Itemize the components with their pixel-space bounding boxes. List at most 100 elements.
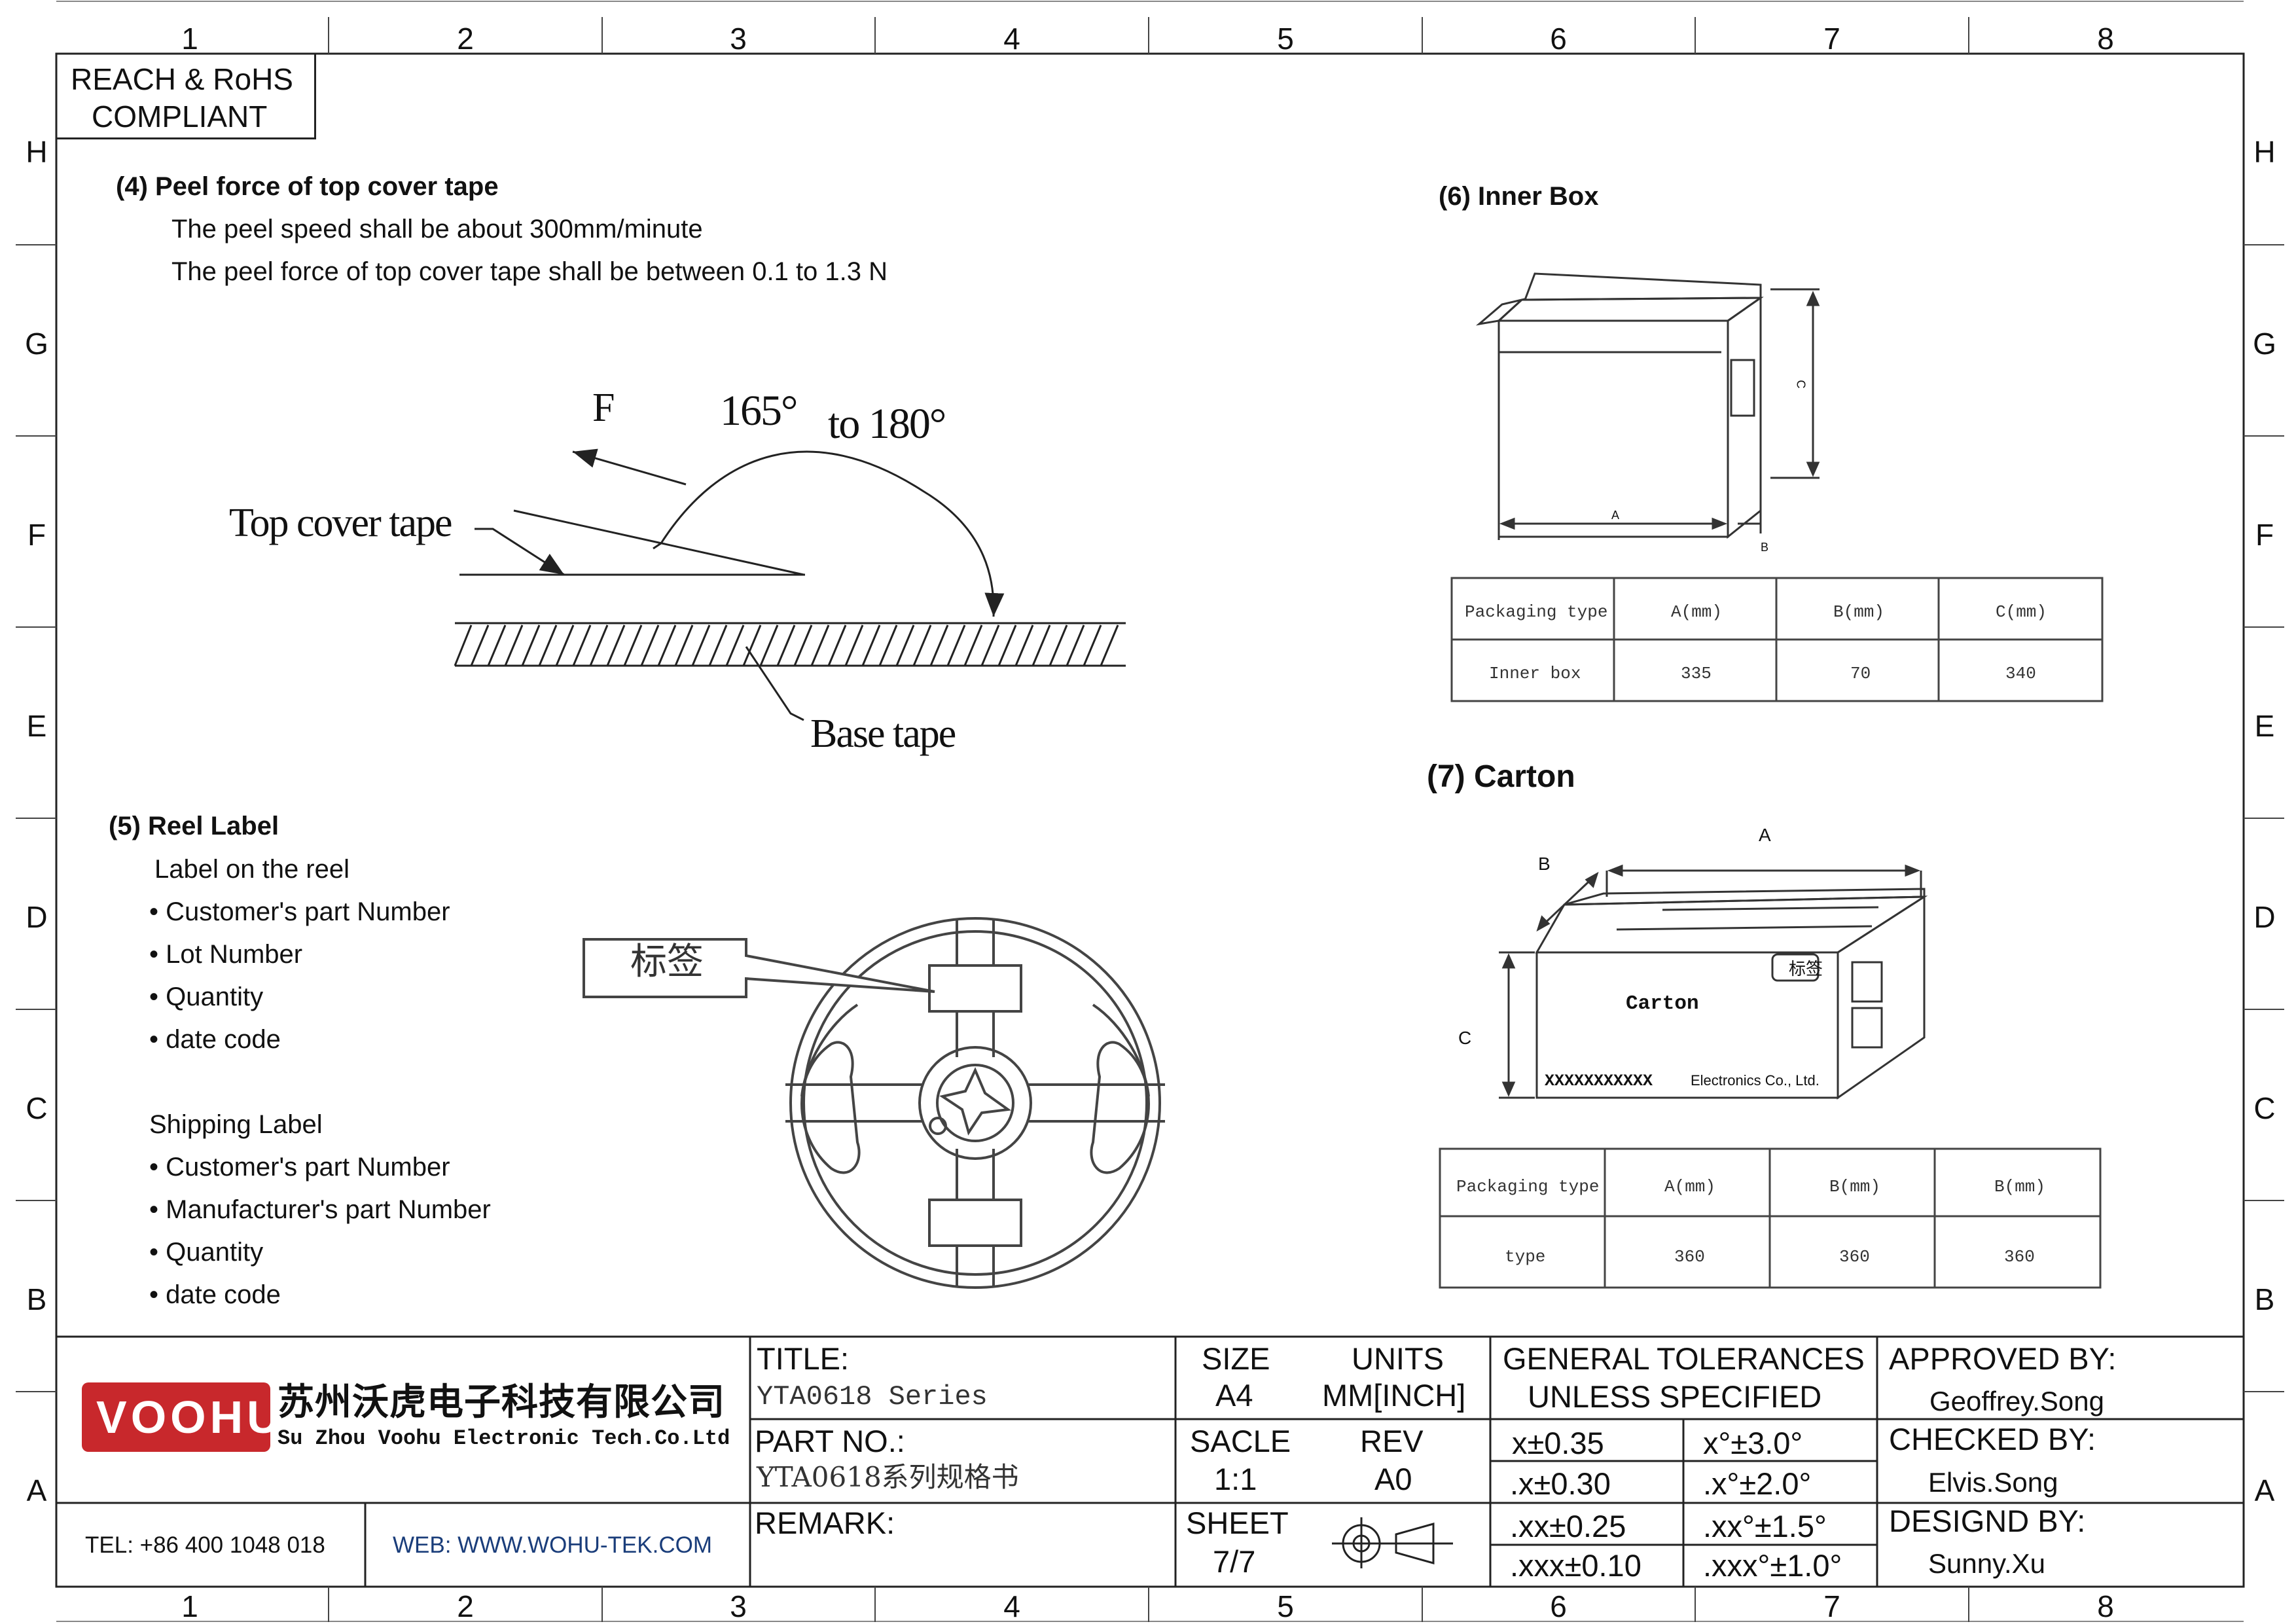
carton-table-cell: 360 (1674, 1247, 1705, 1267)
grid-row-label: D (2253, 900, 2276, 934)
size-value: A4 (1215, 1378, 1253, 1413)
tolerance-angular: .xxx°±1.0° (1703, 1548, 1842, 1583)
compliance-line-1: REACH & RoHS (71, 62, 293, 96)
approved-by-value: Geoffrey.Song (1929, 1386, 2104, 1416)
checked-by-value: Elvis.Song (1928, 1467, 2058, 1498)
carton-tag-label: 标签 (1789, 960, 1823, 979)
base-tape-label: Base tape (810, 712, 956, 756)
grid-col-label: 4 (1003, 1589, 1020, 1623)
approved-by-label: APPROVED BY: (1889, 1341, 2117, 1376)
checked-by-label: CHECKED BY: (1889, 1422, 2096, 1456)
rev-value: A0 (1374, 1462, 1412, 1496)
grid-row-label: C (26, 1091, 48, 1125)
carton-dim-b: B (1538, 854, 1551, 874)
carton-table-header: B(mm) (1829, 1177, 1881, 1197)
grid-row-label: E (26, 709, 47, 743)
shipping-label-item: • date code (149, 1280, 281, 1309)
inner-table-cell: 340 (2005, 664, 2036, 683)
company-name-en: Su Zhou Voohu Electronic Tech.Co.Ltd (278, 1426, 730, 1451)
reel-label-item: • Quantity (149, 983, 264, 1011)
grid-col-label: 2 (457, 22, 474, 56)
grid-row-label: A (26, 1473, 47, 1507)
shipping-label-item: • Manufacturer's part Number (149, 1195, 491, 1224)
grid-col-label: 5 (1277, 22, 1294, 56)
peel-diagram (454, 448, 1126, 721)
title-value: YTA0618 Series (757, 1381, 988, 1413)
contact-web[interactable]: WEB: WWW.WOHU-TEK.COM (393, 1532, 712, 1558)
designed-by-value: Sunny.Xu (1928, 1548, 2046, 1579)
units-label: UNITS (1352, 1341, 1444, 1376)
inner-table-header: A(mm) (1671, 602, 1723, 622)
grid-col-label: 5 (1277, 1589, 1294, 1623)
peel-force-text: The peel force of top cover tape shall b… (171, 257, 888, 286)
carton-heading: (7) Carton (1427, 759, 1575, 794)
peel-heading: (4) Peel force of top cover tape (116, 172, 499, 201)
inner-dim-b: B (1761, 541, 1769, 554)
tolerance-linear: x±0.35 (1512, 1426, 1604, 1460)
grid-col-label: 4 (1003, 22, 1020, 56)
grid-row-label: G (25, 327, 48, 361)
shipping-label-item: • Quantity (149, 1238, 264, 1267)
inner-box-table (1450, 577, 2104, 702)
angle-to-label: to 180° (828, 400, 946, 448)
part-no-value: YTA0618系列规格书 (757, 1461, 1019, 1493)
carton-maker-mark: XXXXXXXXXXX (1545, 1072, 1653, 1091)
inner-table-cell: 335 (1681, 664, 1712, 683)
grid-col-label: 3 (730, 22, 747, 56)
rev-label: REV (1360, 1424, 1424, 1458)
angle-from-label: 165° (720, 387, 798, 435)
grid-col-label: 7 (1823, 22, 1840, 56)
grid-row-label: C (2253, 1091, 2276, 1125)
carton-table-cell: 360 (1839, 1247, 1870, 1267)
grid-col-label: 2 (457, 1589, 474, 1623)
inner-table-header: Packaging type (1465, 602, 1608, 622)
compliance-box (56, 54, 316, 139)
grid-row-label: F (27, 518, 46, 552)
sheet-value: 7/7 (1213, 1544, 1256, 1579)
inner-table-cell: 70 (1850, 664, 1871, 683)
carton-dim-c: C (1458, 1028, 1472, 1048)
inner-box-heading: (6) Inner Box (1439, 182, 1599, 211)
reel-label-item: • Lot Number (149, 940, 303, 969)
scale-value: 1:1 (1214, 1462, 1257, 1496)
reel-diagram (583, 917, 1165, 1289)
inner-table-cell: Inner box (1489, 664, 1581, 683)
title-label: TITLE: (757, 1341, 850, 1376)
company-name-cn: 苏州沃虎电子科技有限公司 (278, 1381, 725, 1424)
grid-row-label: A (2254, 1473, 2275, 1507)
shipping-label-title: Shipping Label (149, 1110, 323, 1139)
grid-col-label: 1 (181, 22, 198, 56)
tolerance-subtitle: UNLESS SPECIFIED (1528, 1379, 1822, 1414)
grid-col-label: 6 (1550, 22, 1567, 56)
top-cover-tape-label: Top cover tape (229, 501, 452, 545)
sheet-label: SHEET (1186, 1506, 1289, 1540)
grid-row-label: F (2255, 518, 2274, 552)
grid-row-label: H (2253, 135, 2276, 169)
reel-heading: (5) Reel Label (109, 812, 279, 840)
grid-col-label: 1 (181, 1589, 198, 1623)
carton-table (1439, 1147, 2102, 1289)
tolerance-title: GENERAL TOLERANCES (1503, 1341, 1865, 1376)
grid-col-label: 3 (730, 1589, 747, 1623)
carton-table-header: Packaging type (1456, 1177, 1600, 1197)
tolerance-linear: .x±0.30 (1510, 1466, 1611, 1501)
grid-row-label: E (2254, 709, 2275, 743)
carton-maker-text: Electronics Co., Ltd. (1691, 1072, 1820, 1089)
carton-diagram (1499, 864, 1928, 1100)
tolerance-linear: .xx±0.25 (1510, 1509, 1626, 1543)
grid-row-label: B (2254, 1282, 2275, 1316)
reel-label-title: Label on the reel (154, 855, 350, 884)
carton-dim-a: A (1759, 825, 1771, 845)
part-no-label: PART NO.: (755, 1424, 905, 1458)
grid-col-label: 8 (2097, 1589, 2114, 1623)
grid-col-label: 7 (1823, 1589, 1840, 1623)
carton-table-cell: 360 (2004, 1247, 2035, 1267)
tolerance-angular: .x°±2.0° (1703, 1466, 1812, 1501)
shipping-label-item: • Customer's part Number (149, 1153, 450, 1182)
grid-row-label: H (26, 135, 48, 169)
reel-tag-label: 标签 (630, 941, 704, 983)
inner-dim-a: A (1611, 509, 1620, 522)
reel-label-item: • Customer's part Number (149, 897, 450, 926)
